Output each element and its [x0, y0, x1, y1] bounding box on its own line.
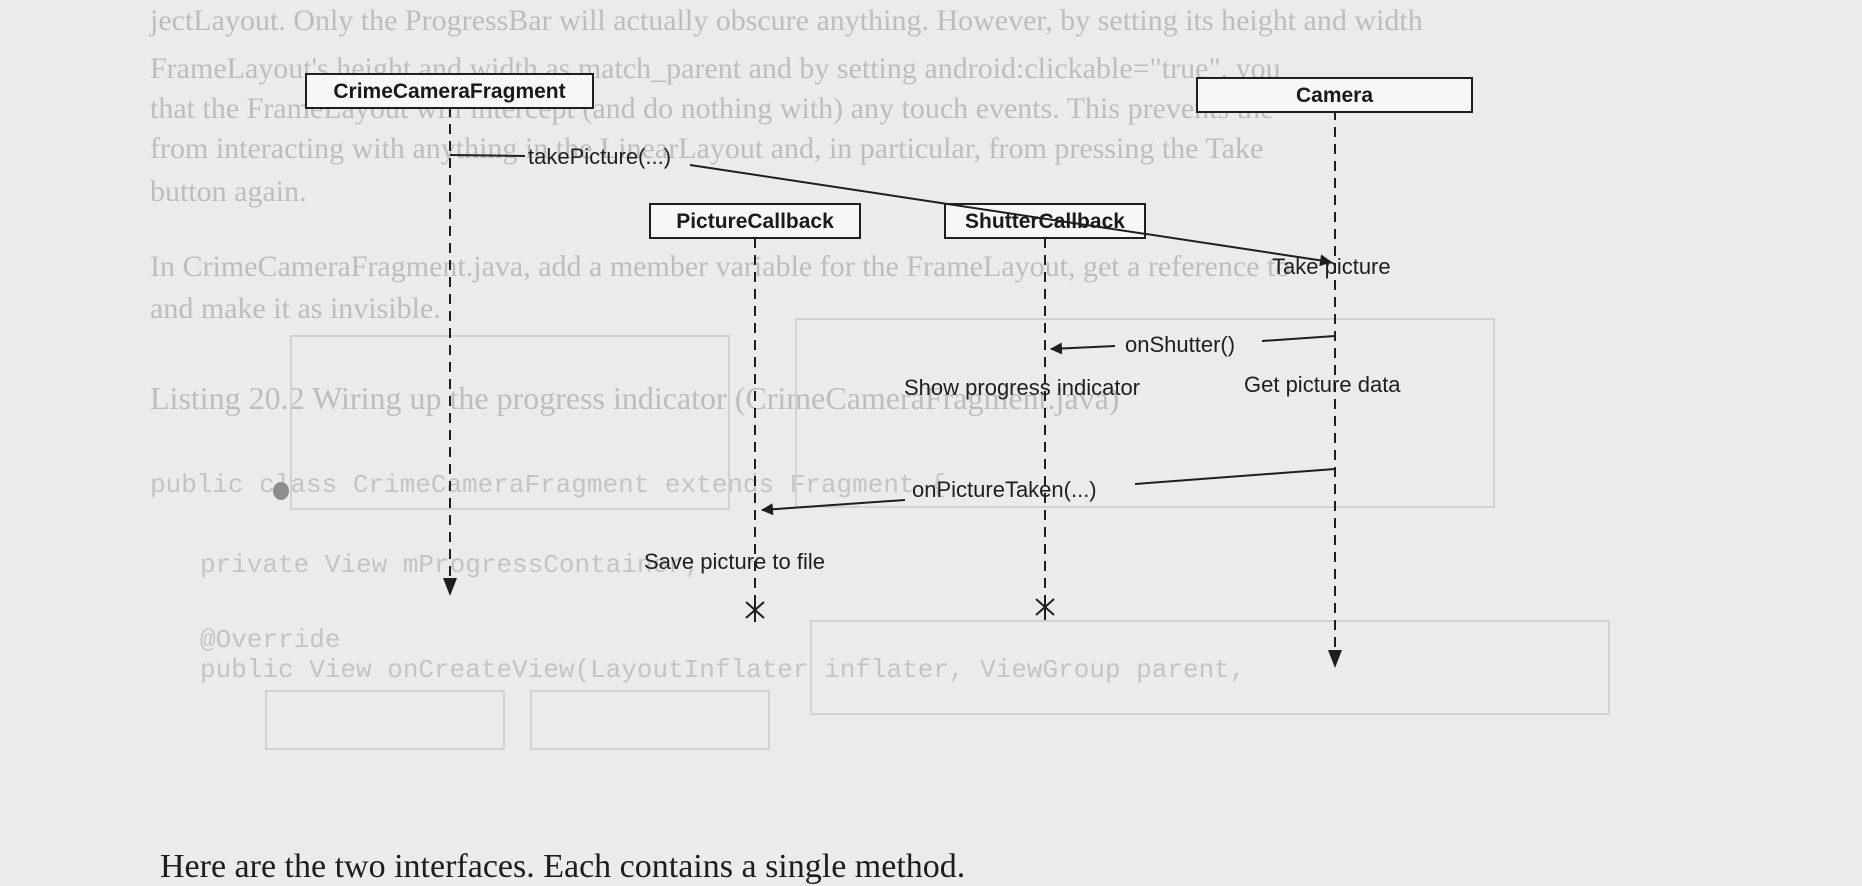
bg-line: @Override [200, 625, 341, 655]
participant-picture-callback: PictureCallback [649, 203, 861, 239]
svg-text:ShutterCallback: ShutterCallback [965, 210, 1125, 233]
bg-box [810, 620, 1610, 715]
message-take-picture: takePicture(...) [449, 144, 1332, 267]
note-get-picture-data: Get picture data [1244, 372, 1401, 397]
message-label: onShutter() [1125, 332, 1235, 357]
destroy-mark-shutter-callback [1035, 595, 1055, 620]
bg-line: from interacting with anything in the Li… [150, 132, 1264, 165]
lifeline-arrowhead [1328, 650, 1342, 668]
note-save-picture: Save picture to file [644, 549, 825, 574]
participant-crime-camera-fragment: CrimeCameraFragment [305, 73, 594, 109]
message-on-shutter: onShutter() [1050, 332, 1336, 357]
bg-box [795, 318, 1495, 508]
lifelines [449, 107, 1336, 660]
bg-box [290, 335, 730, 510]
participant-shutter-callback: ShutterCallback [944, 203, 1146, 239]
svg-text:Camera: Camera [1296, 84, 1373, 107]
body-text-caption: Here are the two interfaces. Each contai… [160, 848, 966, 885]
bg-line: public View onCreateView(LayoutInflater … [200, 655, 1246, 685]
bg-line: and make it as invisible. [150, 292, 441, 325]
bg-line: Listing 20.2 Wiring up the progress indi… [150, 380, 1120, 416]
lifeline-arrowhead [443, 578, 457, 596]
message-label: takePicture(...) [528, 144, 671, 169]
destroy-mark-picture-callback [745, 598, 765, 622]
svg-text:PictureCallback: PictureCallback [676, 210, 834, 233]
message-label: onPictureTaken(...) [912, 477, 1097, 502]
note-show-progress: Show progress indicator [904, 375, 1140, 400]
bg-box [265, 690, 505, 750]
participant-camera: Camera [1196, 77, 1473, 113]
note-take-picture: Take picture [1272, 254, 1391, 279]
bg-line: jectLayout. Only the ProgressBar will ac… [150, 4, 1423, 37]
message-on-picture-taken: onPictureTaken(...) [761, 468, 1336, 516]
smudge-mark [273, 482, 289, 500]
bg-line: In CrimeCameraFragment.java, add a membe… [150, 250, 1291, 283]
bg-box [530, 690, 770, 750]
svg-text:CrimeCameraFragment: CrimeCameraFragment [333, 80, 565, 103]
bg-line: button again. [150, 175, 307, 208]
